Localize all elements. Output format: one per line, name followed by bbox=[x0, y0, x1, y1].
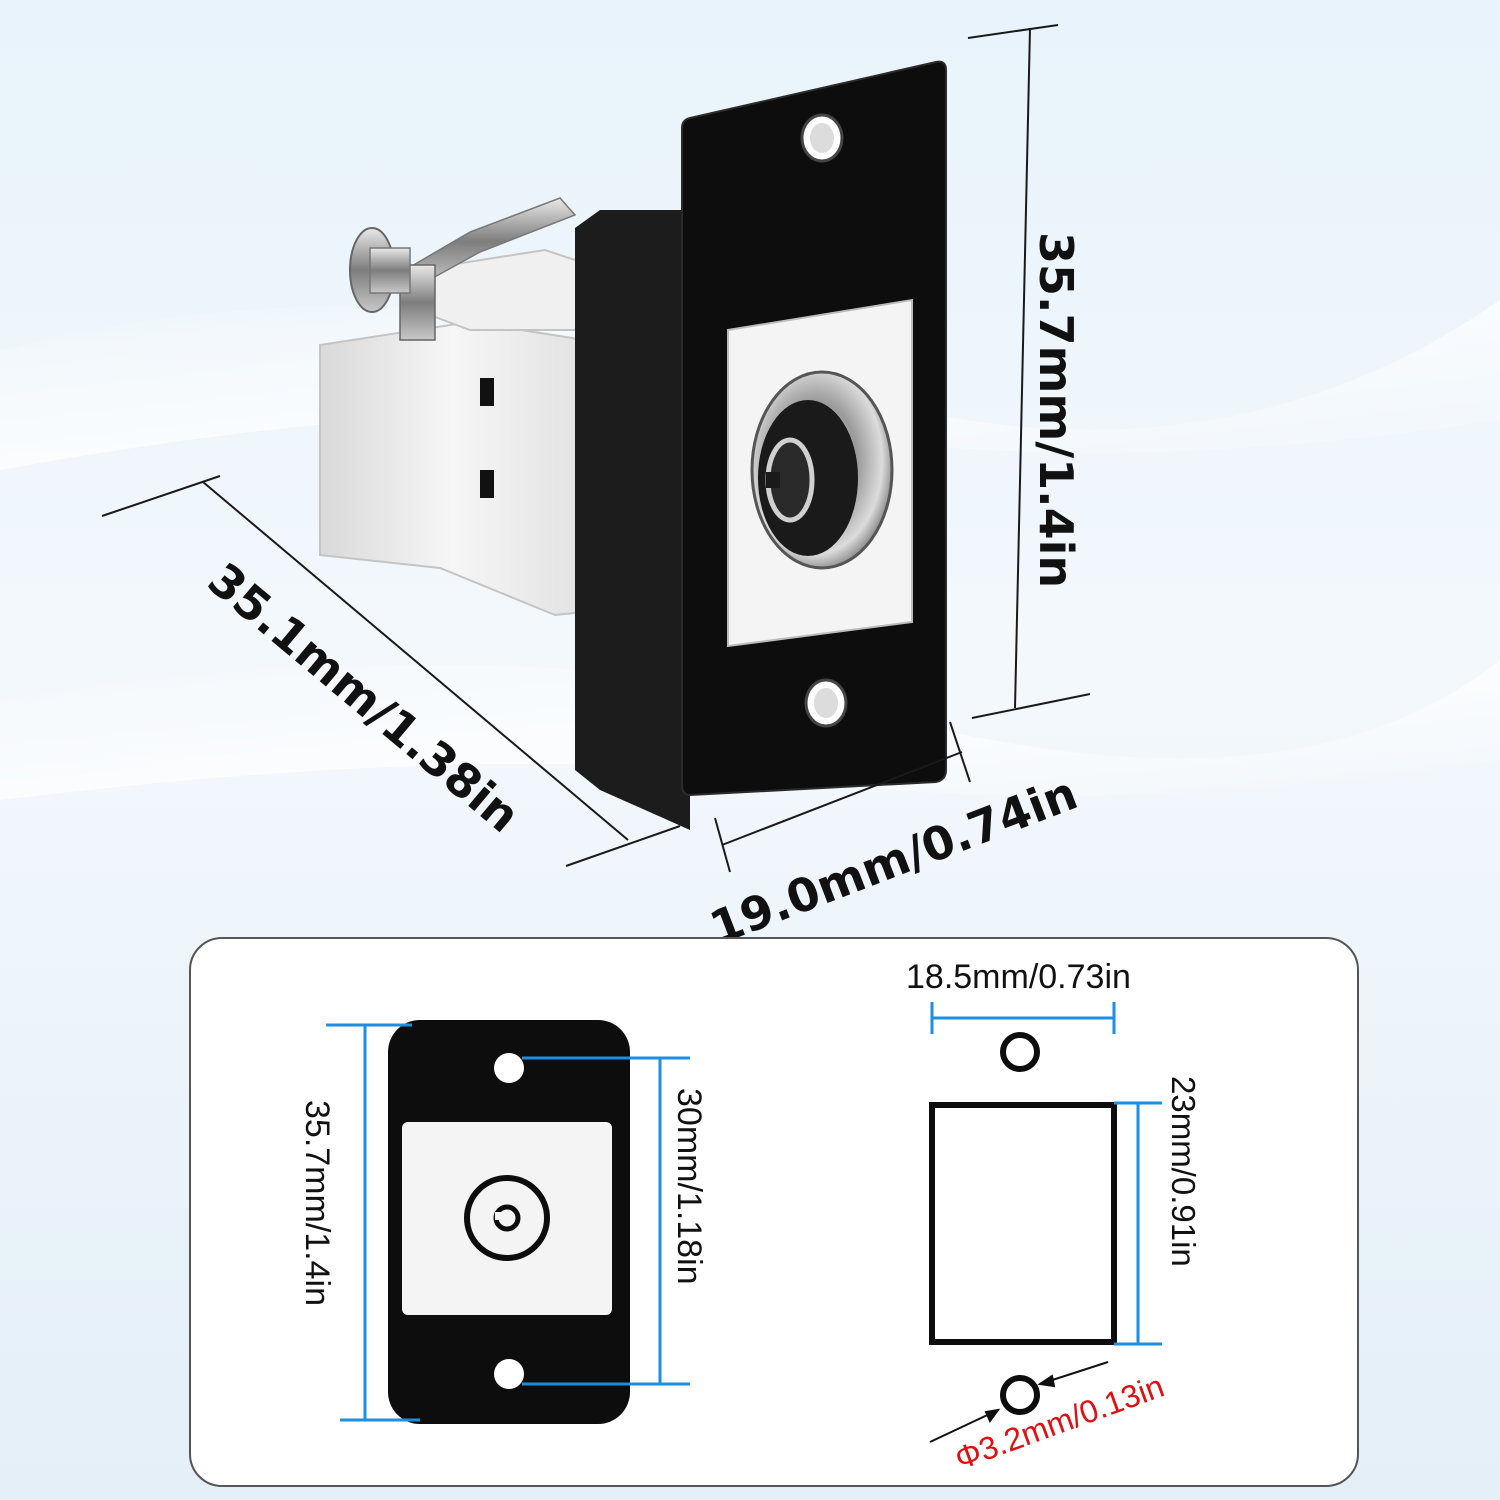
width-dimension-lines bbox=[714, 721, 971, 873]
front-hole-spacing-label: 30mm/1.18in bbox=[670, 1088, 708, 1285]
cutout-height-label: 23mm/0.91in bbox=[1165, 1076, 1202, 1267]
front-view-dimension-lines bbox=[326, 1023, 690, 1422]
cutout-view bbox=[929, 1032, 1117, 1415]
product-illustration bbox=[319, 60, 947, 830]
front-height-label: 35.7mm/1.4in bbox=[298, 1100, 336, 1306]
width-dimension-label: 19.0mm/0.74in bbox=[703, 766, 1085, 956]
depth-dimension-lines bbox=[101, 475, 681, 867]
jack-outline-icon bbox=[464, 1175, 550, 1261]
hole-diameter-arrows bbox=[929, 1361, 1109, 1443]
height-dimension-lines bbox=[967, 24, 1091, 719]
height-dimension-label: 35.7mm/1.4in bbox=[1029, 232, 1083, 588]
cutout-hole-spacing-label: 18.5mm/0.73in bbox=[906, 958, 1131, 996]
front-view-plate bbox=[388, 1020, 630, 1424]
cutout-dimension-lines bbox=[930, 1002, 1162, 1346]
